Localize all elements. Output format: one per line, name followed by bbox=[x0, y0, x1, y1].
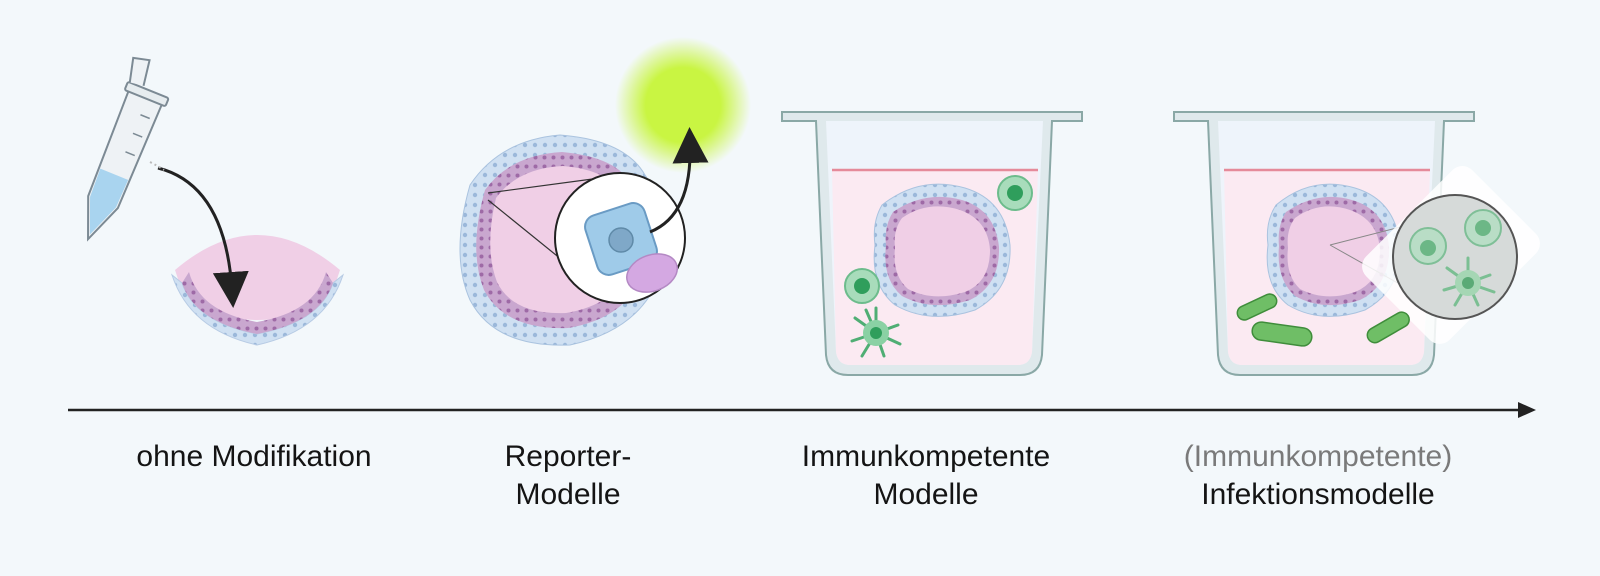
stage-3-illustration bbox=[781, 111, 1083, 376]
immune-cell-icon bbox=[844, 268, 880, 304]
zoom-lens bbox=[1392, 194, 1518, 320]
stage-2-illustration bbox=[459, 37, 751, 346]
immune-cell-icon bbox=[997, 175, 1033, 211]
injection-arrow bbox=[157, 166, 249, 308]
stage-1-label-line1: ohne Modifikation bbox=[136, 440, 372, 473]
stage-4-label: (Immunkompetente) Infektionsmodelle bbox=[1158, 438, 1478, 514]
bacteria-icon bbox=[1251, 321, 1313, 347]
bacteria-icon bbox=[1366, 311, 1410, 344]
stage-2-label: Reporter- Modelle bbox=[408, 438, 728, 514]
dome-organoid-inner-layer bbox=[182, 272, 333, 334]
stage-1-illustration bbox=[87, 56, 344, 346]
dendritic-cell-icon bbox=[1442, 256, 1496, 307]
pipette-tube-icon bbox=[87, 56, 170, 242]
stage-3-label-line2: Modelle bbox=[873, 478, 979, 511]
stage-2-label-line2: Modelle bbox=[515, 478, 621, 511]
stage-2-label-line1: Reporter- bbox=[504, 440, 632, 473]
dendritic-cell-icon bbox=[850, 306, 902, 358]
stage-4-illustration bbox=[1173, 111, 1540, 376]
stage-3-label: Immunkompetente Modelle bbox=[766, 438, 1086, 514]
stage-3-label-line1: Immunkompetente bbox=[801, 440, 1051, 473]
signal-arrow bbox=[649, 127, 709, 234]
immune-cell-icon bbox=[1409, 227, 1447, 265]
immune-cell-icon bbox=[1464, 209, 1502, 247]
reporter-protein bbox=[626, 253, 678, 293]
stage-4-label-line2: Infektionsmodelle bbox=[1201, 478, 1435, 511]
bacteria-icon bbox=[1236, 293, 1278, 321]
reporter-glow bbox=[615, 37, 751, 173]
progression-axis bbox=[68, 402, 1536, 418]
stage-4-label-line1: (Immunkompetente) bbox=[1183, 440, 1453, 473]
stage-1-label: ohne Modifikation bbox=[94, 438, 414, 476]
